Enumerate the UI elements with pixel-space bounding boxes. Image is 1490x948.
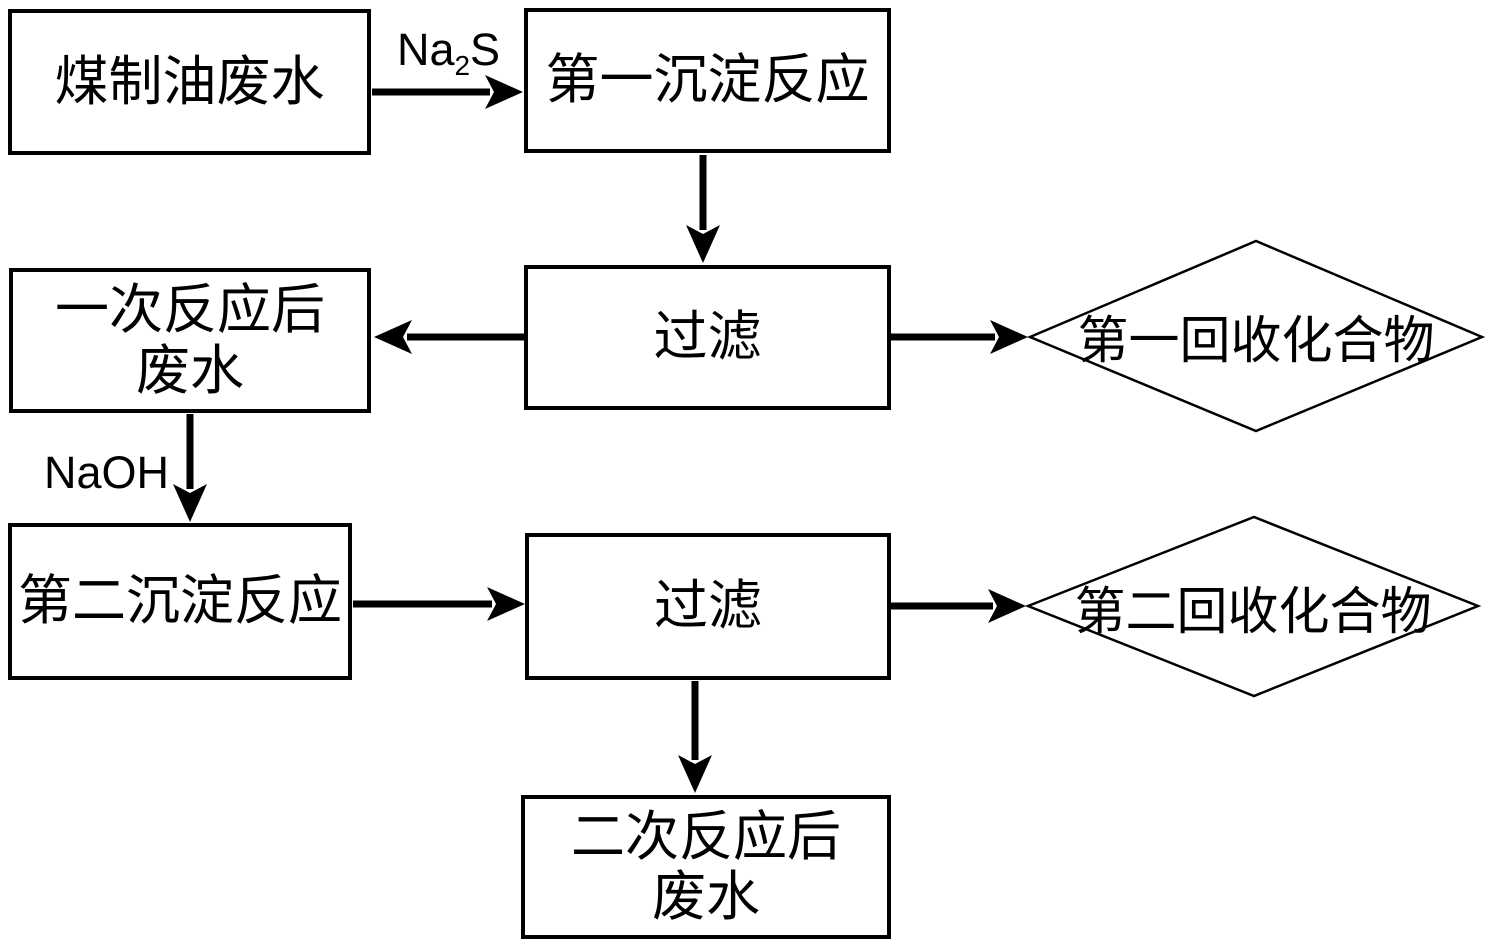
node-coal-oil-wastewater: 煤制油废水 bbox=[8, 9, 371, 155]
na2s-tail: S bbox=[470, 24, 501, 75]
arrow-second-precipitation-to-filter2 bbox=[353, 587, 525, 621]
node-filter-1: 过滤 bbox=[524, 265, 891, 410]
node-second-precipitation: 第二沉淀反应 bbox=[8, 523, 352, 680]
node-wastewater-after-second-line1: 二次反应后 bbox=[571, 806, 841, 867]
edge-label-na2s: Na2S bbox=[397, 24, 501, 79]
first-recovered-compound-shape bbox=[1026, 239, 1486, 433]
node-coal-oil-wastewater-label: 煤制油废水 bbox=[54, 51, 325, 112]
arrow-naoh-to-second-precipitation bbox=[173, 414, 207, 522]
arrow-first-precipitation-to-filter1 bbox=[686, 155, 720, 263]
arrow-wastewater-to-first-precipitation bbox=[372, 75, 523, 109]
node-second-recovered-compound: 第二回收化合物 bbox=[1028, 517, 1478, 696]
node-wastewater-after-first-line2: 废水 bbox=[136, 340, 244, 401]
arrow-filter1-to-first-compound bbox=[891, 320, 1028, 354]
node-filter-1-label: 过滤 bbox=[653, 307, 762, 368]
second-recovered-compound-shape bbox=[1024, 515, 1482, 698]
node-wastewater-after-first-line1: 一次反应后 bbox=[55, 280, 325, 341]
node-first-precipitation: 第一沉淀反应 bbox=[524, 8, 891, 153]
node-second-recovered-compound-label: 第二回收化合物 bbox=[1074, 584, 1432, 641]
node-first-recovered-compound: 第一回收化合物 bbox=[1030, 241, 1482, 431]
arrow-filter2-to-second-wastewater bbox=[678, 681, 712, 793]
arrow-filter1-to-first-wastewater bbox=[374, 320, 524, 354]
node-wastewater-after-second-line2: 废水 bbox=[652, 867, 760, 927]
edge-label-naoh: NaOH bbox=[44, 447, 170, 498]
node-filter-2-label: 过滤 bbox=[654, 576, 762, 637]
node-first-precipitation-label: 第一沉淀反应 bbox=[545, 50, 870, 111]
node-second-precipitation-label: 第二沉淀反应 bbox=[18, 571, 342, 632]
node-wastewater-after-second: 二次反应后 废水 bbox=[521, 795, 891, 939]
node-filter-2: 过滤 bbox=[525, 533, 891, 680]
arrow-filter2-to-second-compound bbox=[891, 589, 1026, 623]
na2s-base: Na bbox=[397, 24, 455, 75]
node-first-recovered-compound-label: 第一回收化合物 bbox=[1077, 314, 1435, 370]
node-wastewater-after-first: 一次反应后 废水 bbox=[9, 268, 371, 413]
na2s-subscript: 2 bbox=[454, 50, 471, 81]
